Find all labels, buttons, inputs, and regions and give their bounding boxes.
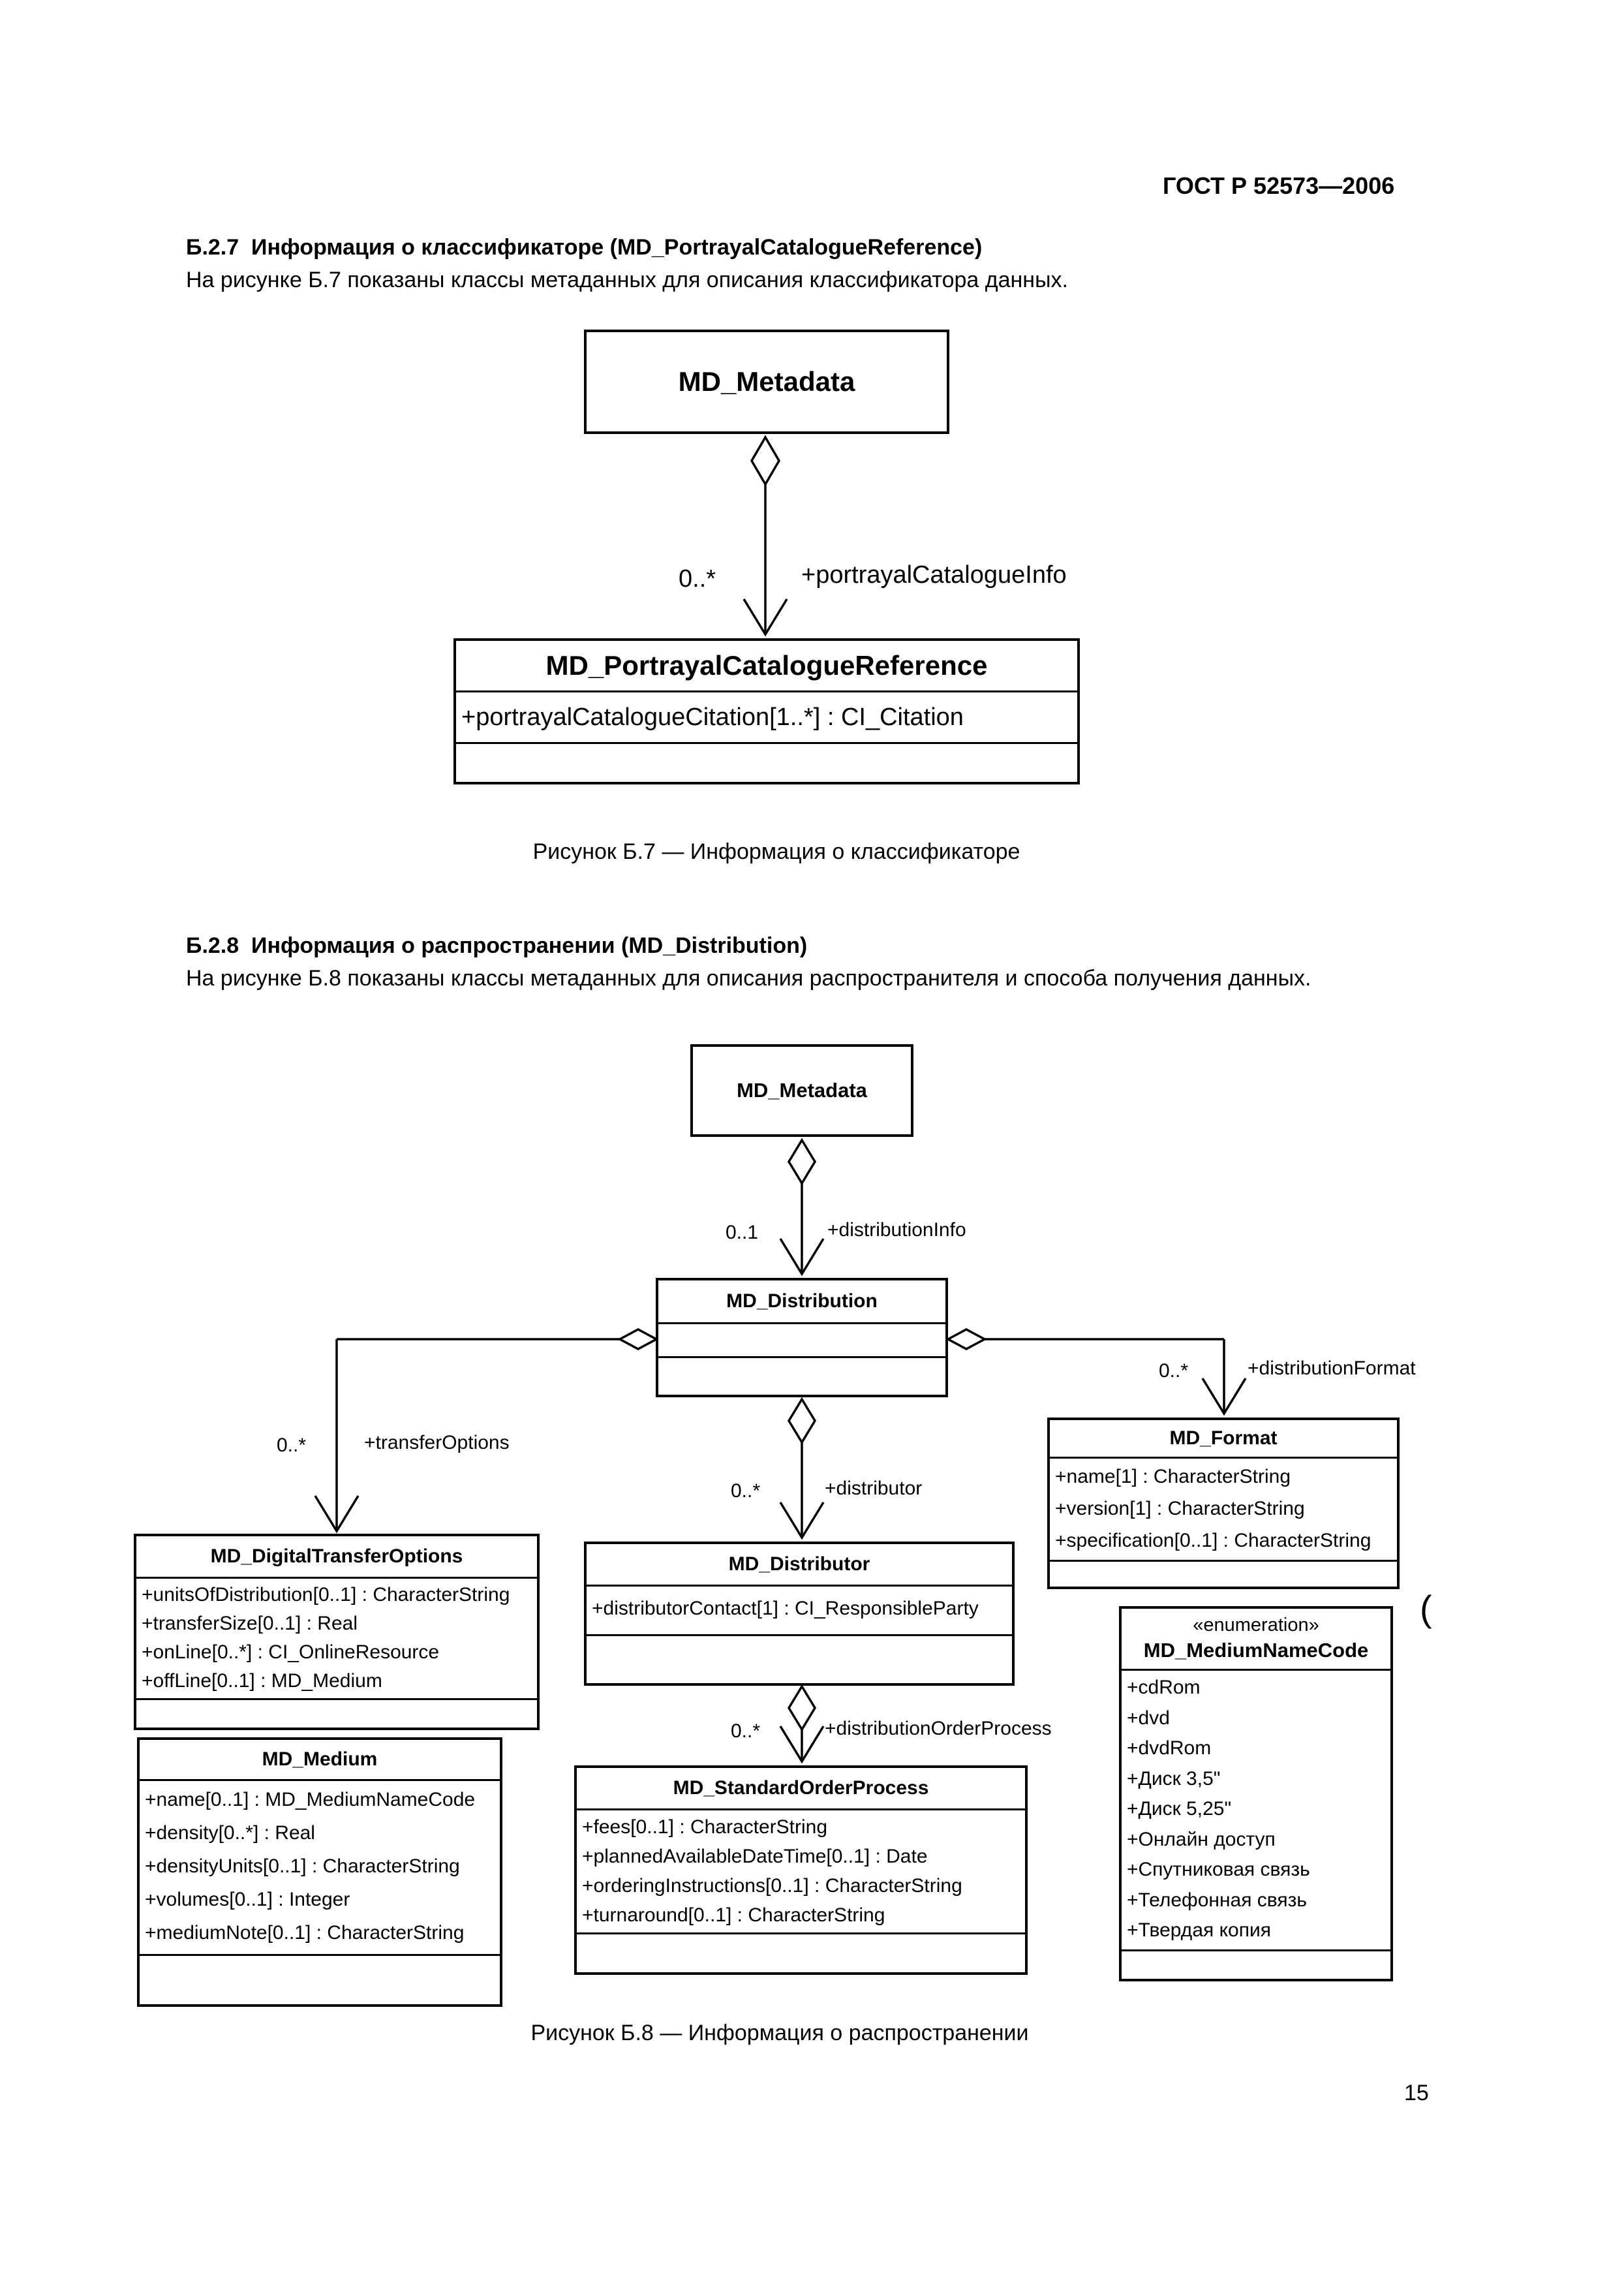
open-arrowhead-icon xyxy=(779,1238,825,1277)
operations-compartment xyxy=(140,1956,500,2004)
class-attribute: +specification[0..1] : CharacterString xyxy=(1055,1530,1371,1551)
multiplicity-label: 0..* xyxy=(731,1480,761,1502)
scan-artifact-mark: ( xyxy=(1420,1588,1432,1629)
class-attribute: +distributorContact[1] : CI_ResponsibleP… xyxy=(592,1598,979,1619)
operations-compartment xyxy=(1050,1562,1397,1587)
aggregation-diamond xyxy=(787,1684,817,1732)
uml-class-md-metadata-b7: MD_Metadata xyxy=(584,330,949,434)
class-attribute: +orderingInstructions[0..1] : CharacterS… xyxy=(582,1875,962,1897)
class-attribute: +unitsOfDistribution[0..1] : CharacterSt… xyxy=(142,1584,510,1605)
figure-caption-b7: Рисунок Б.7 — Информация о классификатор… xyxy=(532,839,1020,864)
class-title: MD_MediumNameCode xyxy=(1143,1639,1369,1662)
enum-value: +Спутниковая связь xyxy=(1127,1859,1310,1880)
enumeration-header: «enumeration» MD_MediumNameCode xyxy=(1122,1609,1390,1671)
attributes-compartment: +name[1] : CharacterString +version[1] :… xyxy=(1050,1459,1397,1562)
role-label: +distributor xyxy=(825,1478,923,1499)
class-title: MD_Metadata xyxy=(737,1079,867,1102)
class-attribute: +densityUnits[0..1] : CharacterString xyxy=(145,1855,460,1877)
class-attribute: +volumes[0..1] : Integer xyxy=(145,1889,350,1910)
operations-compartment xyxy=(587,1636,1012,1683)
class-attribute: +turnaround[0..1] : CharacterString xyxy=(582,1904,885,1926)
class-title: MD_Distribution xyxy=(658,1280,945,1324)
attributes-compartment xyxy=(658,1324,945,1358)
uml-class-md-format: MD_Format +name[1] : CharacterString +ve… xyxy=(1047,1418,1400,1589)
aggregation-diamond xyxy=(787,1397,817,1445)
aggregation-diamond xyxy=(617,1328,659,1350)
operations-compartment xyxy=(456,744,1077,782)
enum-value: +cdRom xyxy=(1127,1677,1201,1698)
open-arrowhead-icon xyxy=(779,1726,825,1764)
class-attribute: +name[0..1] : MD_MediumNameCode xyxy=(145,1789,476,1810)
class-title: MD_Metadata xyxy=(678,366,855,397)
class-attribute: +plannedAvailableDateTime[0..1] : Date xyxy=(582,1846,928,1867)
multiplicity-label: 0..* xyxy=(731,1720,761,1742)
class-title: MD_Medium xyxy=(140,1740,500,1781)
multiplicity-label: 0..* xyxy=(679,565,716,593)
uml-class-md-medium: MD_Medium +name[0..1] : MD_MediumNameCod… xyxy=(137,1737,502,2007)
enum-value: +dvd xyxy=(1127,1707,1170,1729)
role-label: +distributionOrderProcess xyxy=(825,1718,1052,1739)
multiplicity-label: 0..1 xyxy=(726,1222,759,1243)
class-attribute: +density[0..*] : Real xyxy=(145,1822,315,1844)
enum-value: +Онлайн доступ xyxy=(1127,1828,1276,1850)
open-arrowhead-icon xyxy=(743,598,788,637)
uml-class-md-distributor: MD_Distributor +distributorContact[1] : … xyxy=(584,1542,1015,1686)
class-attribute: +transferSize[0..1] : Real xyxy=(142,1613,358,1634)
aggregation-diamond xyxy=(945,1328,987,1350)
role-label: +portrayalCatalogueInfo xyxy=(801,561,1067,589)
class-title: MD_Distributor xyxy=(587,1544,1012,1587)
figure-caption-b8: Рисунок Б.8 — Информация о распространен… xyxy=(530,2021,1029,2045)
class-attribute: +offLine[0..1] : MD_Medium xyxy=(142,1670,382,1692)
enum-value: +Твердая копия xyxy=(1127,1919,1271,1941)
enum-value: +Телефонная связь xyxy=(1127,1889,1308,1911)
open-arrowhead-icon xyxy=(314,1495,360,1534)
class-title: MD_DigitalTransferOptions xyxy=(136,1536,537,1579)
attributes-compartment: +unitsOfDistribution[0..1] : CharacterSt… xyxy=(136,1579,537,1700)
class-title: MD_Format xyxy=(1050,1420,1397,1459)
aggregation-diamond xyxy=(750,435,781,487)
operations-compartment xyxy=(1122,1951,1390,1979)
page-number: 15 xyxy=(1404,2081,1429,2105)
enum-value: +Диск 5,25" xyxy=(1127,1798,1232,1820)
standard-number: ГОСТ Р 52573—2006 xyxy=(1163,172,1395,199)
operations-compartment xyxy=(658,1358,945,1395)
class-title: MD_StandardOrderProcess xyxy=(577,1768,1025,1810)
class-attribute: +onLine[0..*] : CI_OnlineResource xyxy=(142,1641,440,1663)
enumeration-values-compartment: +cdRom +dvd +dvdRom +Диск 3,5" +Диск 5,2… xyxy=(1122,1671,1390,1951)
class-attribute: +mediumNote[0..1] : CharacterString xyxy=(145,1922,465,1944)
section-heading-b28: Б.2.8 Информация о распространении (MD_D… xyxy=(186,933,808,958)
role-label: +distributionFormat xyxy=(1248,1357,1416,1379)
attributes-compartment: +name[0..1] : MD_MediumNameCode +density… xyxy=(140,1781,500,1956)
enum-value: +Диск 3,5" xyxy=(1127,1767,1221,1790)
uml-class-md-standard-order-process: MD_StandardOrderProcess +fees[0..1] : Ch… xyxy=(574,1765,1028,1975)
uml-class-md-digital-transfer-options: MD_DigitalTransferOptions +unitsOfDistri… xyxy=(134,1534,540,1730)
operations-compartment xyxy=(577,1934,1025,1972)
class-title: MD_PortrayalCatalogueReference xyxy=(456,641,1077,692)
class-attribute: +version[1] : CharacterString xyxy=(1055,1498,1305,1519)
uml-class-md-portrayal-catalogue-reference: MD_PortrayalCatalogueReference +portraya… xyxy=(453,638,1080,784)
enum-value: +dvdRom xyxy=(1127,1737,1212,1759)
role-label: +transferOptions xyxy=(364,1432,510,1453)
class-attribute: +name[1] : CharacterString xyxy=(1055,1466,1291,1487)
attributes-compartment: +portrayalCatalogueCitation[1..*] : CI_C… xyxy=(456,692,1077,744)
multiplicity-label: 0..* xyxy=(1159,1360,1189,1382)
role-label: +distributionInfo xyxy=(827,1219,966,1241)
uml-enumeration-md-medium-name-code: «enumeration» MD_MediumNameCode +cdRom +… xyxy=(1119,1606,1393,1981)
section-heading-b27: Б.2.7 Информация о классификаторе (MD_Po… xyxy=(186,235,983,260)
stereotype-label: «enumeration» xyxy=(1193,1615,1319,1635)
uml-class-md-metadata-b8: MD_Metadata xyxy=(690,1044,913,1137)
uml-class-md-distribution: MD_Distribution xyxy=(656,1278,948,1397)
open-arrowhead-icon xyxy=(1201,1378,1247,1416)
attributes-compartment: +distributorContact[1] : CI_ResponsibleP… xyxy=(587,1587,1012,1636)
operations-compartment xyxy=(136,1700,537,1728)
class-attribute: +portrayalCatalogueCitation[1..*] : CI_C… xyxy=(461,704,964,731)
section-body-b27: На рисунке Б.7 показаны классы метаданны… xyxy=(186,268,1068,292)
section-body-b28: На рисунке Б.8 показаны классы метаданны… xyxy=(186,966,1311,991)
attributes-compartment: +fees[0..1] : CharacterString +plannedAv… xyxy=(577,1810,1025,1934)
multiplicity-label: 0..* xyxy=(277,1434,307,1456)
aggregation-diamond xyxy=(787,1138,817,1186)
open-arrowhead-icon xyxy=(779,1502,825,1540)
class-attribute: +fees[0..1] : CharacterString xyxy=(582,1816,828,1838)
